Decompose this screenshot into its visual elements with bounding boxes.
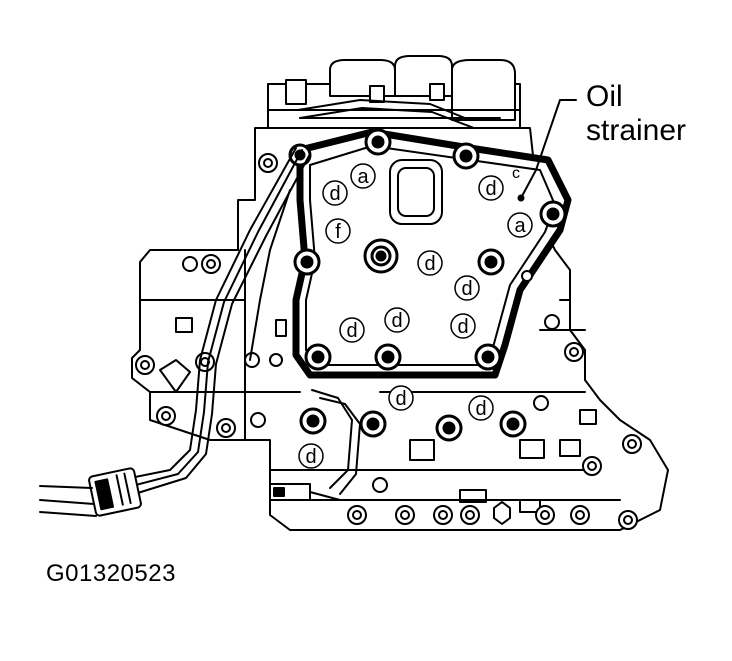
solenoid-housings — [267, 55, 521, 129]
label-d-1: d — [329, 183, 340, 205]
label-d-8: d — [395, 388, 406, 410]
wiring-harness — [119, 99, 475, 497]
callout-line-1: Oil — [586, 80, 623, 113]
strainer-bolts — [288, 128, 567, 371]
oil-strainer-callout: Oil strainer — [586, 80, 686, 148]
lower-bolts — [299, 407, 527, 442]
label-d-5: d — [391, 310, 402, 332]
label-a-1: a — [357, 166, 369, 188]
label-d-4: d — [461, 278, 472, 300]
label-d-10: d — [305, 446, 316, 468]
label-d-6: d — [346, 320, 357, 342]
body-bolt-heads — [135, 153, 642, 530]
figure-id: G01320523 — [46, 560, 176, 587]
label-d-2: d — [485, 178, 496, 200]
harness-connector — [39, 467, 142, 517]
callout-leader — [520, 99, 577, 199]
label-d-3: d — [424, 253, 435, 275]
label-c: c — [512, 165, 520, 182]
label-d-7: d — [457, 316, 468, 338]
label-d-9: d — [475, 398, 486, 420]
bolt-labels — [298, 163, 533, 469]
callout-leader-dot — [517, 194, 525, 202]
label-a-2: a — [514, 215, 526, 237]
label-f: f — [335, 221, 341, 243]
callout-line-2: strainer — [586, 114, 687, 147]
sensor-connector — [269, 483, 361, 501]
bolt-label-text: a d f d a c d d d d d d d d — [305, 165, 526, 468]
